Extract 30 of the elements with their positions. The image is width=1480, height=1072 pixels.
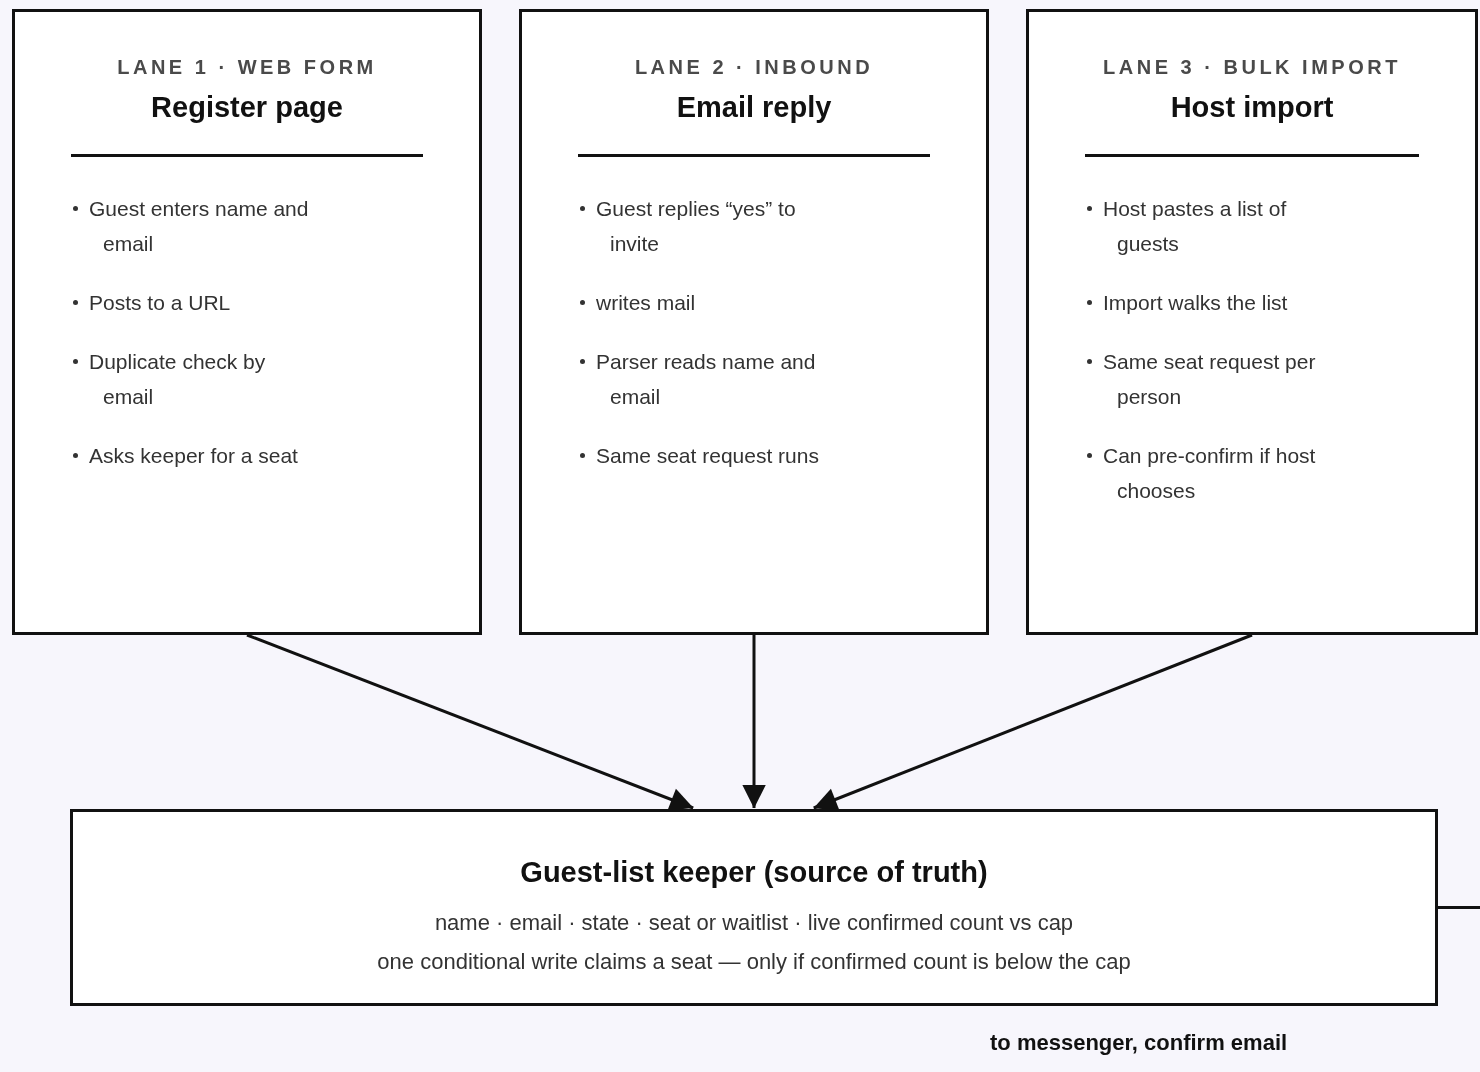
- lane-kicker: LANE 3 · BULK IMPORT: [1102, 56, 1402, 79]
- arrow: [246, 633, 694, 811]
- bullet-item: Asks keeper for a seat: [89, 443, 299, 469]
- lane-card: [12, 9, 482, 635]
- lane-card: [519, 9, 989, 635]
- bullet-item: Can pre-confirm if host chooses: [1103, 443, 1317, 504]
- bullet-item: Host pastes a list of guests: [1103, 196, 1288, 257]
- note-label: to messenger, confirm email: [990, 1030, 1288, 1056]
- bullet-item: writes mail: [596, 290, 697, 316]
- bullet-item: Same seat request runs: [596, 443, 820, 469]
- arrow: [813, 633, 1253, 811]
- lane-title: Register page: [150, 91, 344, 124]
- lane-title: Host import: [1169, 91, 1335, 124]
- keeper-box: [70, 809, 1438, 1006]
- keeper-description: name · email · state · seat or waitlist · live confirmed count vs cap: [433, 909, 1075, 937]
- lane-title: Email reply: [675, 91, 833, 124]
- lane-kicker: LANE 1 · WEB FORM: [116, 56, 378, 79]
- lane-kicker: LANE 2 · INBOUND: [633, 56, 875, 79]
- arrow: [742, 635, 766, 809]
- bullet-item: Import walks the list: [1103, 290, 1289, 316]
- keeper-description: one conditional write claims a seat — only if confirmed count is below the cap: [376, 948, 1132, 976]
- lane-card: [1026, 9, 1478, 635]
- bullet-item: Duplicate check by email: [89, 349, 267, 410]
- bullet-item: Same seat request per person: [1103, 349, 1317, 410]
- bullet-item: Guest enters name and email: [89, 196, 310, 257]
- bullet-item: Guest replies “yes” to invite: [596, 196, 797, 257]
- bullet-item: Posts to a URL: [89, 290, 232, 316]
- keeper-title: Guest-list keeper (source of truth): [519, 856, 989, 889]
- connector-line: [1438, 906, 1480, 909]
- bullet-item: Parser reads name and email: [596, 349, 817, 410]
